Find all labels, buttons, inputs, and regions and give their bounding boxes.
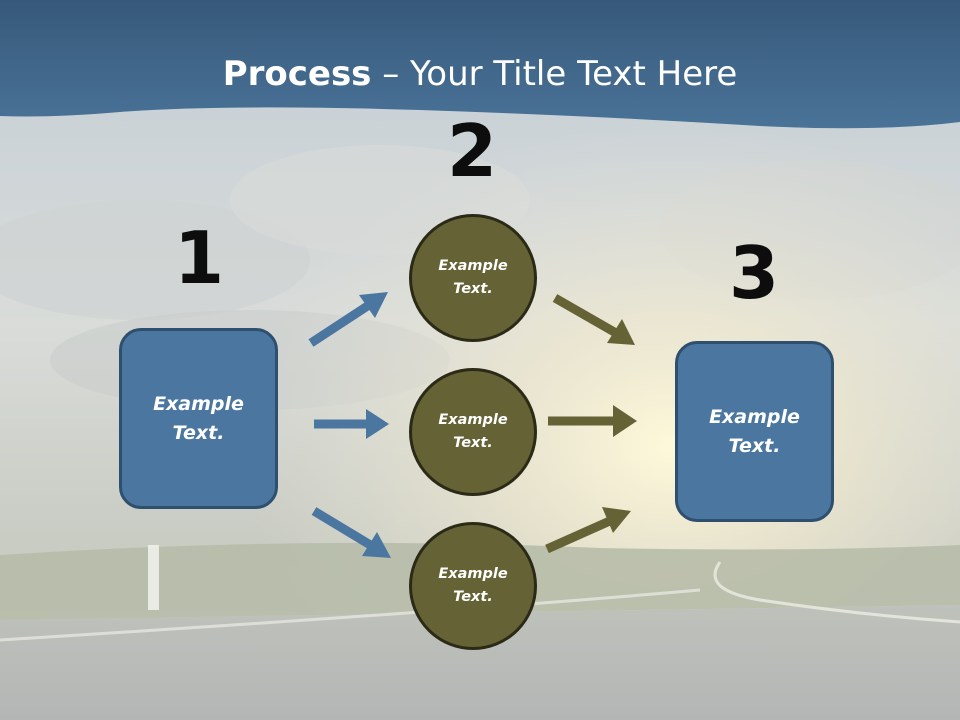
step-box-1: Example Text. xyxy=(119,328,278,509)
arrow-olive-up xyxy=(545,507,631,554)
step-box-3-text: Example Text. xyxy=(709,405,800,457)
process-circle-bottom: Example Text. xyxy=(409,522,537,650)
step-box-1-text: Example Text. xyxy=(153,392,244,444)
process-circle-top-text: Example Text. xyxy=(438,258,508,297)
step-box-3: Example Text. xyxy=(675,341,834,522)
step-number-2: 2 xyxy=(446,109,498,193)
process-circle-middle: Example Text. xyxy=(409,368,537,496)
step-number-1: 1 xyxy=(173,216,225,300)
arrow-blue-down xyxy=(311,507,391,558)
arrow-blue-up xyxy=(308,292,388,347)
slide-title: Process – Your Title Text Here xyxy=(0,52,960,96)
process-circle-bottom-text: Example Text. xyxy=(438,566,508,605)
arrow-olive-down xyxy=(552,294,635,345)
process-circle-middle-text: Example Text. xyxy=(438,412,508,451)
title-rest: – Your Title Text Here xyxy=(371,54,738,94)
arrow-blue-right xyxy=(314,409,389,439)
process-circle-top: Example Text. xyxy=(409,214,537,342)
arrow-olive-right xyxy=(548,405,637,437)
title-bold: Process xyxy=(222,54,372,94)
step-number-3: 3 xyxy=(728,231,780,315)
